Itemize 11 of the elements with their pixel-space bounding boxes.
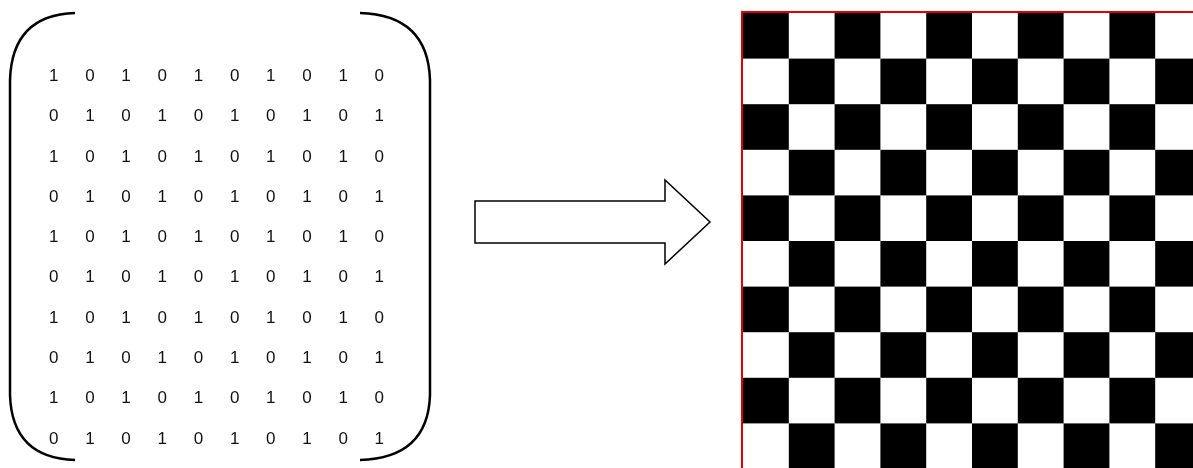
matrix-row: 0 1 0 1 0 1 0 1 0 1	[49, 186, 385, 207]
matrix-row: 1 0 1 0 1 0 1 0 1 0	[49, 307, 385, 328]
matrix-row: 1 0 1 0 1 0 1 0 1 0	[49, 146, 385, 167]
matrix-row: 1 0 1 0 1 0 1 0 1 0	[49, 388, 385, 409]
matrix-row: 1 0 1 0 1 0 1 0 1 0	[49, 66, 385, 86]
matrix-row: 0 1 0 1 0 1 0 1 0 1	[49, 106, 385, 127]
matrix-row: 0 1 0 1 0 1 0 1 0 1	[49, 267, 385, 288]
matrix-row: 1 0 1 0 1 0 1 0 1 0	[49, 227, 385, 248]
matrix-row: 0 1 0 1 0 1 0 1 0 1	[49, 428, 385, 449]
matrix-row: 0 1 0 1 0 1 0 1 0 1	[49, 348, 385, 369]
hollow-arrow	[474, 178, 712, 266]
